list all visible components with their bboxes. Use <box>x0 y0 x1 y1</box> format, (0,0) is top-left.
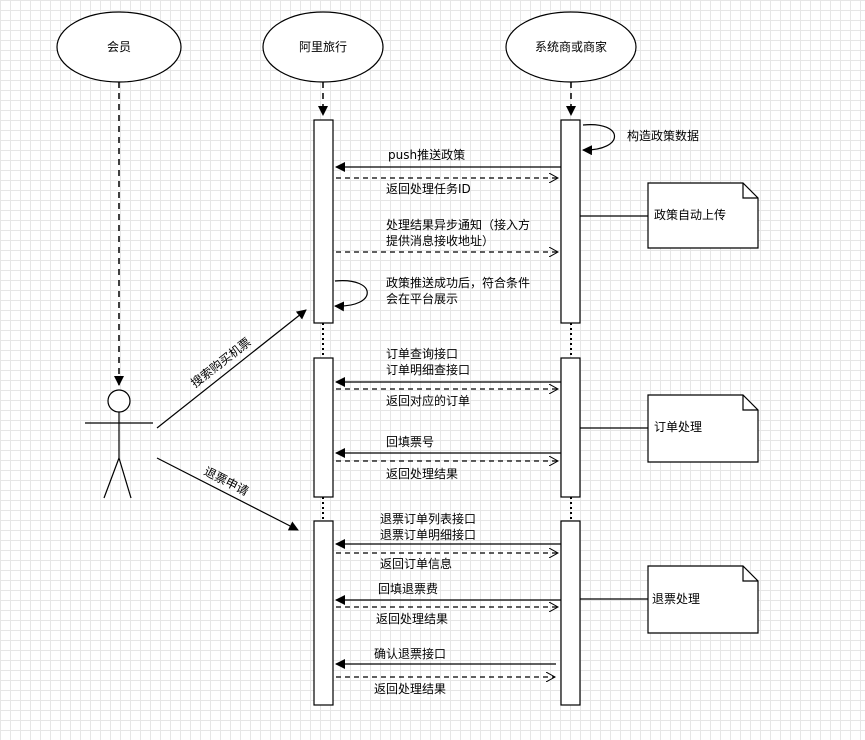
msg-ret-result-1: 返回处理结果 <box>386 467 458 481</box>
note-order-processing-label: 订单处理 <box>654 420 702 434</box>
msg-order-detail: 订单明细查接口 <box>386 362 470 377</box>
arrow-search-buy <box>156 309 307 429</box>
msg-async-notify-2: 提供消息接收地址） <box>386 233 494 248</box>
msg-show-1: 政策推送成功后，符合条件 <box>386 275 530 290</box>
msg-confirm-refund: 确认退票接口 <box>374 646 446 661</box>
note-refund-processing-label: 退票处理 <box>652 592 700 606</box>
msg-self-build: 构造政策数据 <box>627 128 699 143</box>
msg-show-2: 会在平台展示 <box>386 291 458 306</box>
note-refund-processing: 退票处理 <box>647 565 759 634</box>
participant-member-label: 会员 <box>107 40 131 54</box>
msg-ret-order-info: 返回订单信息 <box>380 556 452 571</box>
self-call-ali <box>334 280 368 312</box>
self-call-supplier <box>582 124 615 156</box>
msg-ret-result-2: 返回处理结果 <box>376 612 448 626</box>
participant-supplier-label: 系统商或商家 <box>535 39 607 54</box>
msg-order-query: 订单查询接口 <box>386 346 458 361</box>
msg-push: push推送政策 <box>388 147 465 162</box>
msg-fill-refund-fee: 回填退票费 <box>378 582 438 596</box>
activation-supplier-2 <box>560 357 581 498</box>
activation-ali-3 <box>313 520 334 706</box>
note-policy-upload-label: 政策自动上传 <box>654 207 726 222</box>
note-order-processing: 订单处理 <box>647 394 759 463</box>
participant-ali-label: 阿里旅行 <box>299 40 347 54</box>
msg-async-notify-1: 处理结果异步通知（接入方 <box>386 217 530 232</box>
note-policy-upload: 政策自动上传 <box>647 182 759 249</box>
msg-fill-ticket-no: 回填票号 <box>386 435 434 449</box>
participant-ali: 阿里旅行 <box>262 11 384 83</box>
activation-ali-2 <box>313 357 334 498</box>
activation-ali-1 <box>313 119 334 324</box>
activation-supplier-3 <box>560 520 581 706</box>
activation-supplier-1 <box>560 119 581 324</box>
participant-member: 会员 <box>56 11 182 83</box>
msg-ret-task-id: 返回处理任务ID <box>386 181 471 196</box>
msg-refund-list: 退票订单列表接口 <box>380 511 476 526</box>
msg-ret-result-3: 返回处理结果 <box>374 682 446 696</box>
arrow-refund-apply <box>156 457 299 531</box>
msg-refund-detail: 退票订单明细接口 <box>380 527 476 542</box>
actor-figure <box>85 389 153 499</box>
participant-supplier: 系统商或商家 <box>505 11 637 83</box>
msg-ret-order: 返回对应的订单 <box>386 393 470 408</box>
msg-search-buy: 搜索购买机票 <box>188 334 254 390</box>
